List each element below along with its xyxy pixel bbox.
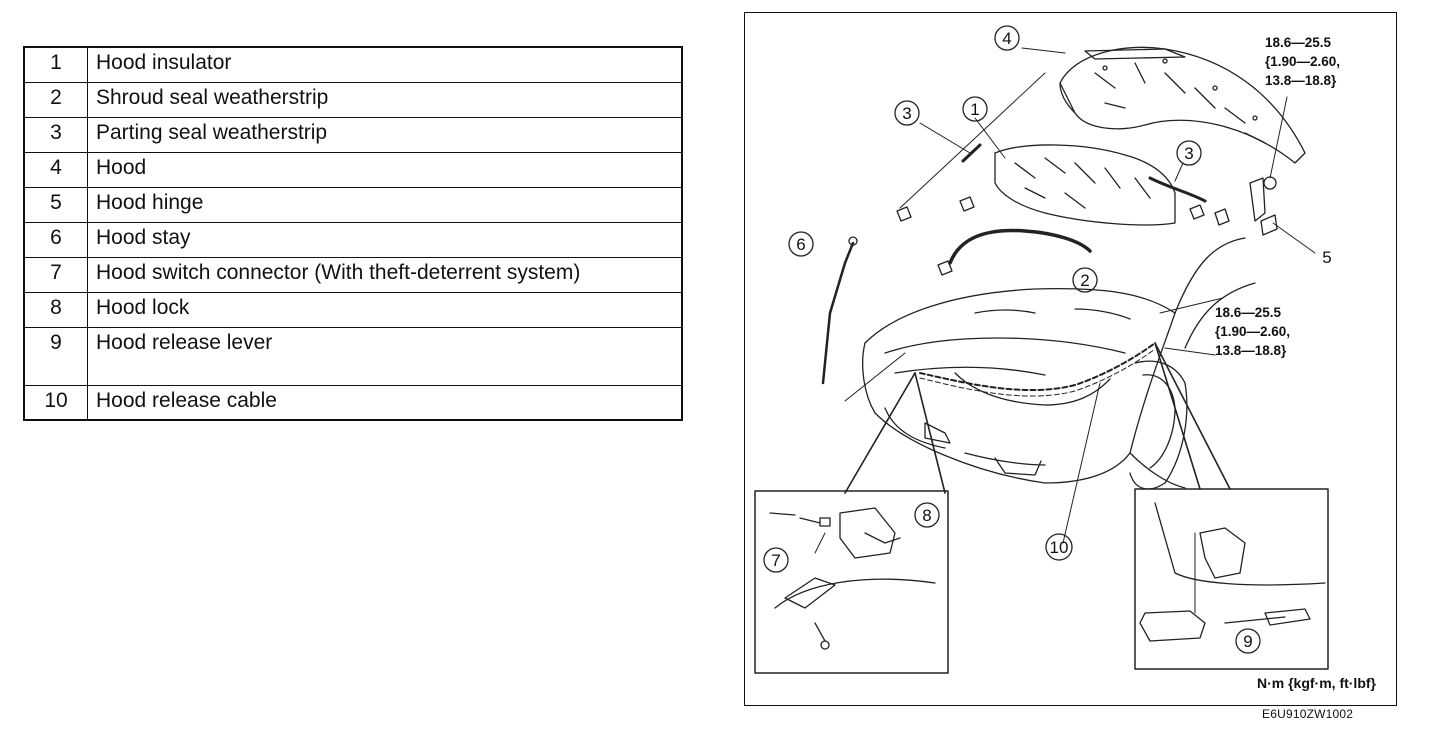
callout-7-label: 7 bbox=[771, 551, 780, 570]
callout-3-left-label: 3 bbox=[902, 104, 911, 123]
part-number: 4 bbox=[23, 151, 88, 188]
figure-code: E6U910ZW1002 bbox=[1262, 707, 1354, 721]
hood-illustration bbox=[1059, 46, 1306, 164]
hood-lock-inset bbox=[754, 490, 949, 674]
part-name: Hood bbox=[87, 151, 683, 188]
callout-1-label: 1 bbox=[970, 100, 979, 119]
callout-10: 10 bbox=[1045, 533, 1073, 561]
callout-1: 1 bbox=[962, 96, 988, 122]
hood-exploded-diagram: 1 2 3 3 4 5 6 7 8 bbox=[744, 12, 1397, 706]
diagram-drawing: 1 2 3 3 4 5 6 7 8 bbox=[754, 25, 1332, 674]
parting-seal-left bbox=[961, 143, 982, 163]
torque-mid-line2: {1.90—2.60, bbox=[1215, 324, 1291, 339]
part-name: Hood stay bbox=[87, 221, 683, 258]
part-name: Hood switch connector (With theft-deterr… bbox=[87, 256, 683, 293]
leader-lines bbox=[844, 47, 1316, 544]
callout-4-label: 4 bbox=[1002, 29, 1011, 48]
callout-6-label: 6 bbox=[796, 235, 805, 254]
callout-8-label: 8 bbox=[922, 506, 931, 525]
torque-top-line2: {1.90—2.60, bbox=[1265, 54, 1341, 69]
callout-5: 5 bbox=[1322, 248, 1331, 267]
hood-insulator-illustration bbox=[994, 144, 1176, 226]
callout-2: 2 bbox=[1072, 267, 1098, 293]
callout-8: 8 bbox=[914, 502, 940, 528]
callout-3-right-label: 3 bbox=[1184, 144, 1193, 163]
hood-release-lever-inset bbox=[1134, 488, 1329, 670]
part-number: 8 bbox=[23, 291, 88, 328]
part-number: 10 bbox=[23, 384, 88, 421]
part-number: 6 bbox=[23, 221, 88, 258]
part-number: 5 bbox=[23, 186, 88, 223]
hood-hinge-illustration bbox=[1214, 176, 1278, 236]
clip-fasteners bbox=[896, 196, 1205, 276]
part-number: 2 bbox=[23, 81, 88, 118]
part-name: Hood lock bbox=[87, 291, 683, 328]
part-name: Parting seal weatherstrip bbox=[87, 116, 683, 153]
units-label: N·m {kgf·m, ft·lbf} bbox=[1257, 675, 1376, 691]
part-number: 7 bbox=[23, 256, 88, 293]
hood-stay-end bbox=[848, 236, 858, 246]
car-body-illustration bbox=[862, 237, 1256, 490]
torque-spec-middle: 18.6—25.5 {1.90—2.60, 13.8—18.8} bbox=[1215, 303, 1290, 360]
shroud-seal bbox=[948, 228, 1092, 265]
callout-6: 6 bbox=[788, 231, 814, 257]
callout-5-label: 5 bbox=[1322, 248, 1331, 267]
part-name: Hood release lever bbox=[87, 326, 683, 386]
torque-top-line3: 13.8—18.8} bbox=[1265, 73, 1337, 88]
torque-top-line1: 18.6—25.5 bbox=[1265, 35, 1332, 50]
callout-3-right: 3 bbox=[1176, 140, 1202, 166]
callout-2-label: 2 bbox=[1080, 271, 1089, 290]
part-name: Hood release cable bbox=[87, 384, 683, 421]
callout-9: 9 bbox=[1235, 628, 1261, 654]
torque-mid-line1: 18.6—25.5 bbox=[1215, 305, 1282, 320]
callout-9-label: 9 bbox=[1243, 632, 1252, 651]
part-name: Hood insulator bbox=[87, 46, 683, 83]
parting-seal-right bbox=[1148, 176, 1207, 203]
part-name: Hood hinge bbox=[87, 186, 683, 223]
part-number: 9 bbox=[23, 326, 88, 386]
part-name: Shroud seal weatherstrip bbox=[87, 81, 683, 118]
hood-stay-illustration bbox=[821, 241, 855, 385]
part-number: 3 bbox=[23, 116, 88, 153]
callout-10-label: 10 bbox=[1050, 538, 1069, 557]
torque-spec-top: 18.6—25.5 {1.90—2.60, 13.8—18.8} bbox=[1265, 33, 1340, 90]
callout-7: 7 bbox=[763, 547, 789, 573]
callout-3-left: 3 bbox=[894, 100, 920, 126]
torque-mid-line3: 13.8—18.8} bbox=[1215, 343, 1287, 358]
callout-4: 4 bbox=[994, 25, 1020, 51]
part-number: 1 bbox=[23, 46, 88, 83]
